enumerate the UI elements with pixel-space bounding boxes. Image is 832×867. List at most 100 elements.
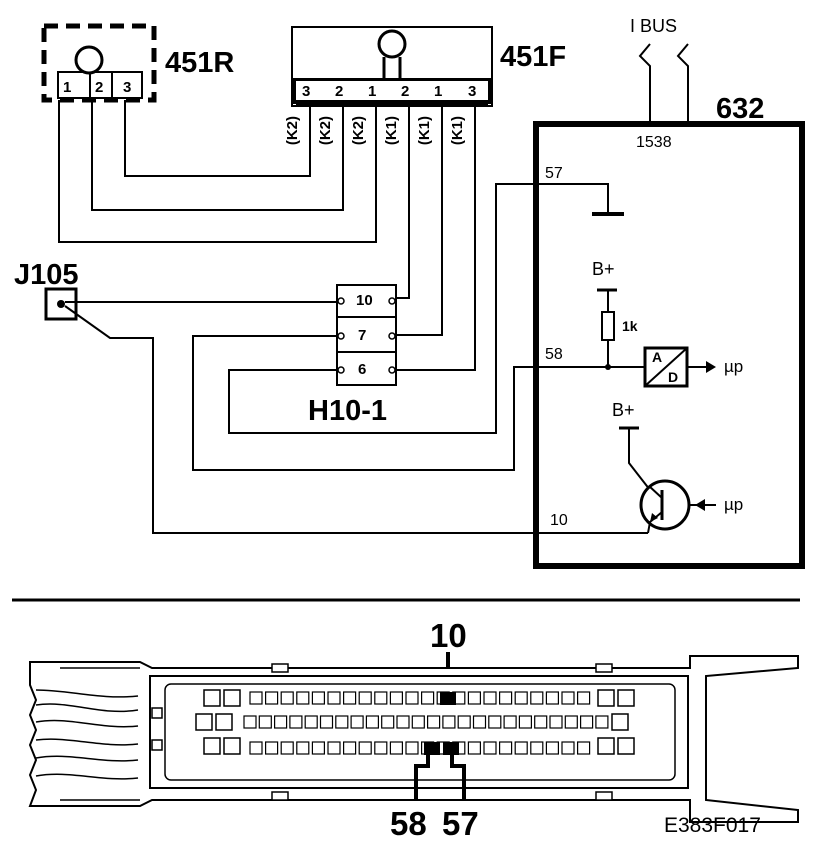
sensor-icon [377,29,407,59]
h10-label: H10-1 [308,395,387,427]
control-module-632: 632 1538 57 B+ 1k 58 A D µp B+ [533,93,805,569]
connector-pin [243,715,257,729]
rear-pin-1: 1 [63,79,71,96]
pin-58-highlight [424,742,440,755]
connector-pin [365,715,379,729]
connector-pin [358,691,372,705]
connector-pin [545,741,560,755]
connector-pin [457,715,471,729]
connector-pin [549,715,563,729]
front-pin: 2 [401,83,409,100]
connector-pin [530,691,544,705]
pin-10: 10 [550,512,568,529]
connector-pin [421,691,435,705]
wire-code: (K2) [350,116,367,145]
resistor-icon [601,311,615,341]
connector-pin [327,741,341,755]
connector-pin [405,691,419,705]
connector-pin [374,741,388,755]
connector-pin [576,691,591,705]
connector-pin [483,741,497,755]
connector-pin [311,691,325,705]
connector-pin [343,691,357,705]
supply-label: B+ [612,400,635,420]
pin-57: 57 [545,165,563,182]
connector-pin [265,741,279,755]
connector-pin [296,741,310,755]
front-sensor: 3 2 1 2 1 3 451F [291,26,566,107]
i-bus-label: I BUS [630,16,677,36]
connector-pin [289,715,303,729]
connector-pin [381,715,395,729]
connector-pin [327,691,341,705]
supply-label: B+ [592,259,615,279]
connector-pin [374,691,388,705]
resistor-value: 1k [622,318,638,334]
connector-pin [514,741,528,755]
connector-pin [304,715,318,729]
adc-d: D [668,369,678,385]
front-pin: 2 [335,83,343,100]
front-sensor-label: 451F [500,41,566,73]
connector-pin [467,691,481,705]
connector-pin [564,715,578,729]
front-pin: 1 [434,83,442,100]
connector-pin [311,741,325,755]
j105-label: J105 [14,259,79,291]
connector-pin [389,691,403,705]
connector-pin [258,715,272,729]
connector-pin [561,741,575,755]
connector-pin [518,715,533,729]
sensor-wires [58,100,476,371]
wire-code: (K2) [284,116,301,145]
pin-callout-57: 57 [442,805,479,842]
rear-sensor-label: 451R [165,47,234,79]
connector-h10-1: 10 7 6 H10-1 [192,183,545,471]
connector-pin [319,715,334,729]
rear-sensor: 1 2 3 451R [41,23,234,103]
figure-code: E383F017 [664,814,761,837]
connector-pin [411,715,425,729]
rear-pin-2: 2 [95,79,103,96]
connector-pin [427,715,441,729]
transistor-icon [639,479,691,531]
connector-pin [499,691,513,705]
connector-view: 10 [28,617,799,842]
connector-pin [280,691,294,705]
pin-callout-58: 58 [390,805,427,842]
h10-pin: 6 [358,361,366,378]
micro-label: µp [724,495,743,514]
connector-pin [499,741,513,755]
connector-pin [503,715,517,729]
connector-j105: J105 [14,259,648,534]
wire-codes: (K2) (K2) (K2) (K1) (K1) (K1) [284,116,466,145]
connector-pin [274,715,288,729]
connector-pin [396,715,410,729]
h10-pin: 7 [358,327,366,344]
pin-58: 58 [545,346,563,363]
connector-pin [280,741,294,755]
h10-pin: 10 [356,292,373,309]
pin-10-highlight [440,692,456,705]
rear-pin-3: 3 [123,79,131,96]
connector-pin [488,715,502,729]
connector-pin [595,715,609,729]
i-bus: I BUS [630,16,689,124]
connector-pin [296,691,310,705]
front-pin: 1 [368,83,376,100]
connector-pin [514,691,528,705]
connector-pin [576,741,591,755]
pin-callout-10: 10 [430,617,467,654]
connector-pin [249,691,263,705]
pin-57-highlight [443,742,459,755]
module-label: 632 [716,93,764,125]
connector-pin [249,741,263,755]
connector-pin [534,715,548,729]
wire-code: (K1) [383,116,400,145]
wire-code: (K1) [449,116,466,145]
bus-pins: 1538 [636,134,672,151]
adc-a: A [652,349,662,365]
connector-pin [343,741,357,755]
